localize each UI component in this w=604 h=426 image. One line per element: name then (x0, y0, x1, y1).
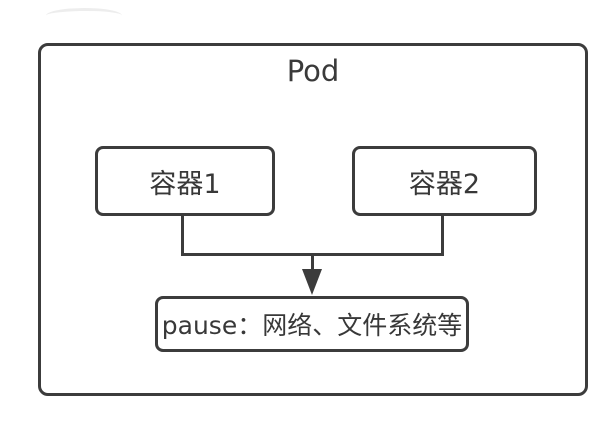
arrowhead-down-icon (302, 269, 322, 295)
connector-container1-drop (181, 214, 184, 256)
node-container1-label: 容器1 (149, 168, 221, 200)
node-container1: 容器1 (95, 146, 275, 216)
node-pause-label: pause：网络、文件系统等 (161, 311, 463, 340)
connector-container2-drop (441, 214, 444, 256)
node-container2-label: 容器2 (408, 168, 481, 200)
artifact-smudge (45, 7, 123, 24)
node-pause: pause：网络、文件系统等 (155, 296, 469, 352)
connector-merge-horizontal (181, 253, 444, 256)
node-container2: 容器2 (352, 146, 537, 216)
pod-title: Pod (286, 54, 340, 88)
connector-arrow-stem (311, 256, 314, 272)
